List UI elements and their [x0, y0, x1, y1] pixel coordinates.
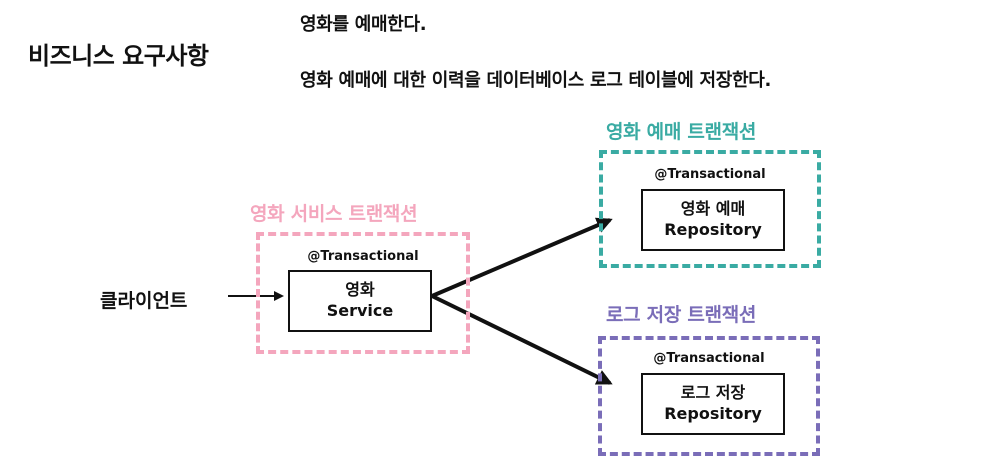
log-transaction-label: 로그 저장 트랜잭션	[606, 304, 757, 326]
service-to-reservation-arrow	[431, 217, 613, 298]
movie-service-line1: 영화	[345, 280, 375, 300]
movie-service-box: 영화 Service	[288, 270, 432, 332]
log-transaction-boundary	[598, 336, 820, 456]
service-to-log-arrow	[431, 294, 613, 385]
client-label: 클라이언트	[100, 290, 188, 312]
requirement-2: 영화 예매에 대한 이력을 데이터베이스 로그 테이블에 저장한다.	[300, 70, 772, 91]
log-storage-repository-box: 로그 저장 Repository	[641, 373, 785, 435]
movie-reservation-repository-box: 영화 예매 Repository	[641, 189, 785, 251]
reservation-transaction-boundary	[599, 150, 821, 268]
service-transaction-label: 영화 서비스 트랜잭션	[250, 203, 418, 225]
log-storage-repository-line2: Repository	[664, 404, 762, 423]
requirement-1: 영화를 예매한다.	[300, 14, 427, 35]
reservation-transactional-annotation: @Transactional	[654, 167, 766, 182]
movie-service-line2: Service	[326, 301, 394, 320]
reservation-transaction-label: 영화 예매 트랜잭션	[606, 121, 757, 143]
log-transactional-annotation: @Transactional	[653, 351, 765, 366]
service-transaction-boundary	[256, 232, 470, 354]
movie-reservation-repository-line1: 영화 예매	[680, 199, 746, 219]
service-transactional-annotation: @Transactional	[307, 249, 419, 264]
movie-reservation-repository-line2: Repository	[664, 220, 762, 239]
log-storage-repository-line1: 로그 저장	[680, 383, 746, 403]
business-requirements-heading: 비즈니스 요구사항	[28, 42, 209, 70]
